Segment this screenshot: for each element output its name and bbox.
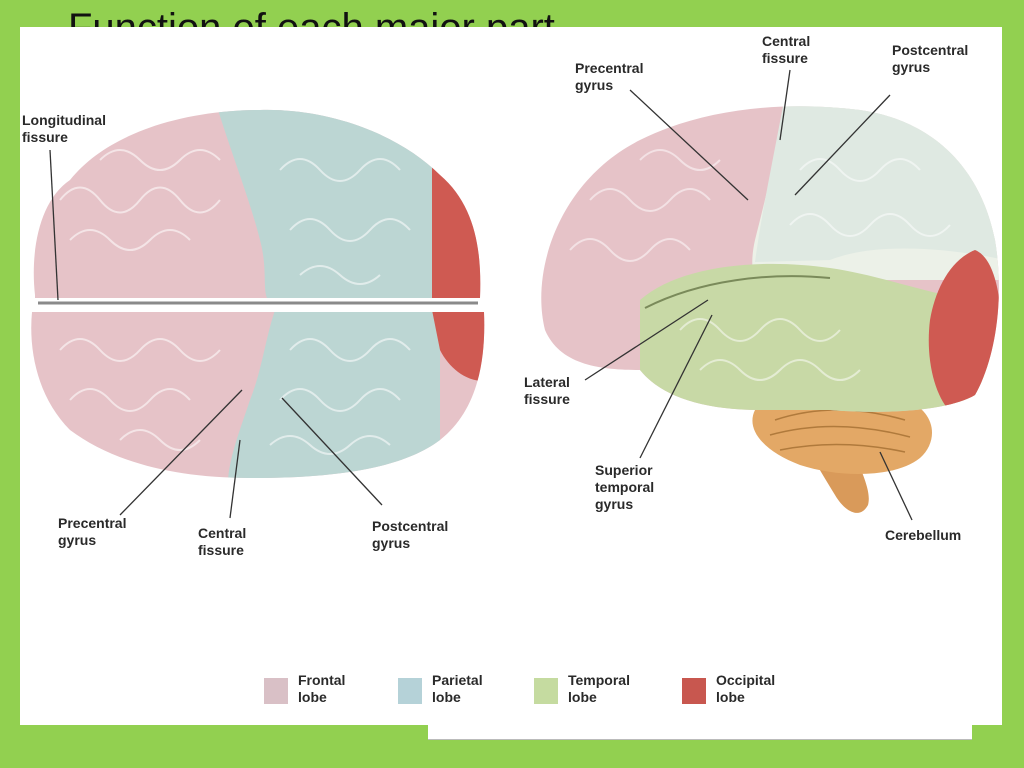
leader-side-postcentral-gyrus	[794, 94, 891, 196]
top-lower-gyri	[59, 338, 411, 455]
side-lateral-fissure-line	[644, 275, 831, 309]
label-side-postcentral-gyrus: Postcentral gyrus	[892, 42, 969, 75]
leader-top-precentral-gyrus	[119, 389, 243, 516]
leader-longitudinal-fissure	[49, 149, 59, 301]
top-lower-occipital-region	[432, 312, 485, 381]
leader-top-postcentral-gyrus	[281, 397, 383, 506]
legend-label-temporal: Temporal lobe	[568, 672, 630, 705]
side-parietal-region-light	[755, 106, 999, 262]
side-view-brain	[541, 69, 999, 521]
top-view-leader-lines	[49, 149, 383, 519]
label-side-central-fissure: Central fissure	[762, 33, 811, 66]
label-side-lateral-fissure: Lateral fissure	[524, 374, 570, 407]
leader-side-central-fissure	[779, 69, 791, 141]
legend-label-occipital: Occipital lobe	[716, 672, 776, 705]
leader-side-lateral-fissure	[584, 299, 709, 381]
legend-label-parietal: Parietal lobe	[432, 672, 483, 705]
top-upper-occipital-region	[432, 109, 481, 298]
legend-swatch-parietal	[398, 678, 422, 704]
label-top-postcentral-gyrus: Postcentral gyrus	[372, 518, 449, 551]
side-gyri	[569, 149, 951, 381]
leader-side-precentral-gyrus	[629, 89, 749, 201]
label-side-superior-temporal-gyrus: Superior temporal gyrus	[595, 462, 655, 512]
label-top-precentral-gyrus: Precentral gyrus	[58, 515, 127, 548]
side-temporal-region	[640, 263, 999, 412]
label-longitudinal-fissure: Longitudinal fissure	[22, 112, 106, 145]
label-top-central-fissure: Central fissure	[198, 525, 247, 558]
top-upper-hemisphere	[33, 109, 481, 298]
legend-swatch-temporal	[534, 678, 558, 704]
label-side-cerebellum: Cerebellum	[885, 527, 962, 543]
longitudinal-fissure-gap	[32, 298, 484, 312]
leader-side-superior-temporal-gyrus	[639, 314, 713, 459]
figure-caption-strip	[428, 705, 972, 740]
top-lower-hemisphere	[31, 312, 485, 478]
side-view-leader-lines	[584, 69, 913, 521]
leader-top-central-fissure	[229, 439, 241, 519]
legend-swatch-occipital	[682, 678, 706, 704]
top-view-brain	[31, 109, 485, 519]
top-upper-parietal-region	[215, 109, 432, 298]
legend-swatch-frontal	[264, 678, 288, 704]
leader-cerebellum	[879, 451, 913, 521]
label-side-precentral-gyrus: Precentral gyrus	[575, 60, 644, 93]
legend-label-frontal: Frontal lobe	[298, 672, 346, 705]
side-cerebrum	[541, 106, 999, 412]
top-upper-gyri	[59, 149, 411, 285]
